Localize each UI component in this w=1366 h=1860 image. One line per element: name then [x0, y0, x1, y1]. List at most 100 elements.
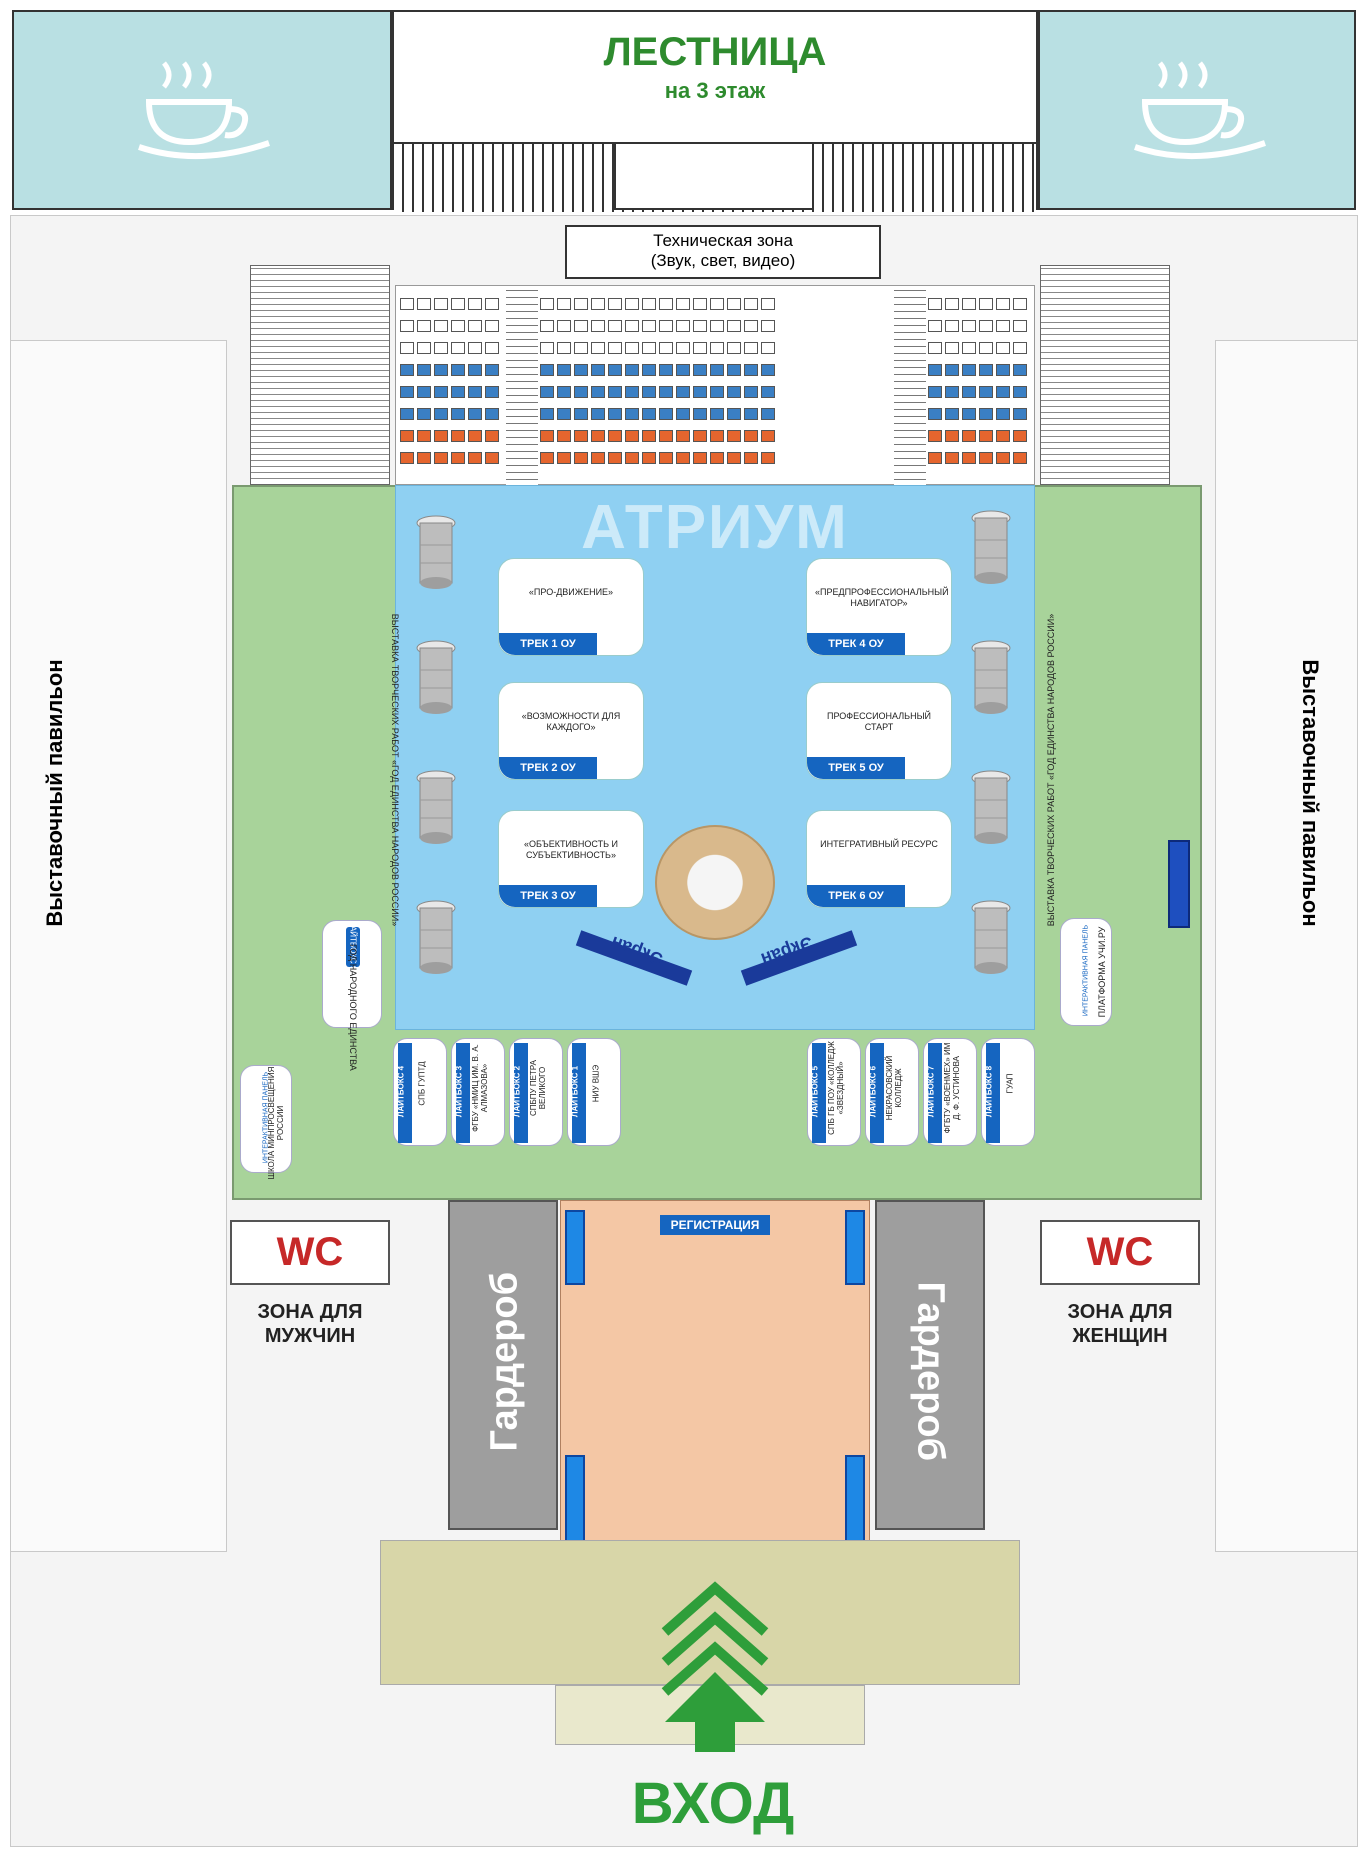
- entrance-label: ВХОД: [631, 1771, 795, 1836]
- pillar-icon: [415, 515, 457, 591]
- seat: [591, 320, 605, 332]
- wardrobe-left-label: Гардероб: [483, 1271, 526, 1452]
- wc-left[interactable]: WC: [230, 1220, 390, 1285]
- seat: [996, 452, 1010, 464]
- seat: [945, 320, 959, 332]
- seat: [591, 342, 605, 354]
- seat: [540, 430, 554, 442]
- seat-row: [540, 342, 775, 354]
- seat: [557, 430, 571, 442]
- lightbox-band: [572, 1043, 586, 1143]
- seat: [676, 364, 690, 376]
- seat: [676, 386, 690, 398]
- seat: [928, 342, 942, 354]
- stairs-title: ЛЕСТНИЦА: [603, 30, 827, 74]
- seat: [468, 386, 482, 398]
- seat: [693, 364, 707, 376]
- seat: [676, 320, 690, 332]
- seat: [608, 320, 622, 332]
- coffee-cup-icon: [138, 61, 270, 160]
- seat: [1013, 408, 1027, 420]
- staircase-area[interactable]: ЛЕСТНИЦА на 3 этаж: [392, 10, 1038, 212]
- track-card-2: «ВОЗМОЖНОСТИ ДЛЯ КАЖДОГО» ТРЕК 2 ОУ: [498, 682, 644, 780]
- seat: [557, 364, 571, 376]
- seat: [710, 364, 724, 376]
- seat: [979, 430, 993, 442]
- seat: [727, 298, 741, 310]
- seat: [659, 320, 673, 332]
- seat: [485, 430, 499, 442]
- seat: [608, 298, 622, 310]
- seat: [642, 408, 656, 420]
- seat: [744, 320, 758, 332]
- seat: [557, 320, 571, 332]
- lightbox-band: [456, 1043, 470, 1143]
- seat: [591, 408, 605, 420]
- lightbox-text: СПБПУ ПЕТРА ВЕЛИКОГО: [529, 1060, 547, 1116]
- seat: [962, 430, 976, 442]
- registration-area: [560, 1200, 870, 1595]
- seat: [625, 320, 639, 332]
- seat: [625, 342, 639, 354]
- seat: [417, 298, 431, 310]
- seat: [761, 452, 775, 464]
- lightbox-band: [812, 1043, 826, 1143]
- lightbox-text: ФГБТУ «ВОЕНМЕХ» ИМ Д. Ф. УСТИНОВА: [943, 1042, 961, 1134]
- lightbox-label: ЛАЙТБОКС 4: [396, 1065, 406, 1118]
- seat: [400, 452, 414, 464]
- seat: [557, 342, 571, 354]
- seat: [676, 342, 690, 354]
- seat: [744, 452, 758, 464]
- seat: [727, 386, 741, 398]
- seat: [945, 298, 959, 310]
- seat: [979, 342, 993, 354]
- seat: [744, 298, 758, 310]
- seat: [485, 386, 499, 398]
- registration-label: РЕГИСТРАЦИЯ: [660, 1215, 770, 1235]
- seat: [468, 320, 482, 332]
- seat: [608, 452, 622, 464]
- seat: [710, 386, 724, 398]
- seat: [693, 408, 707, 420]
- seat: [557, 298, 571, 310]
- seat-row: [928, 364, 1027, 376]
- track-title: «ПРО-ДВИЖЕНИЕ»: [528, 587, 614, 597]
- seat: [591, 298, 605, 310]
- seat: [928, 386, 942, 398]
- seating-area: [395, 285, 1035, 486]
- lightbox-band: [398, 1043, 412, 1143]
- seat: [434, 364, 448, 376]
- lightbox-band: [870, 1043, 884, 1143]
- seat: [996, 408, 1010, 420]
- seat: [434, 386, 448, 398]
- seat: [744, 342, 758, 354]
- seat-row: [540, 408, 775, 420]
- seat: [540, 408, 554, 420]
- seat: [996, 430, 1010, 442]
- seat-row: [928, 452, 1027, 464]
- wc-right[interactable]: WC: [1040, 1220, 1200, 1285]
- interactive-panel-right: ИНТЕРАКТИВНАЯ ПАНЕЛЬ ПЛАТФОРМА УЧИ.РУ: [1060, 918, 1112, 1026]
- aisle-right: [894, 286, 926, 486]
- seat: [761, 298, 775, 310]
- wall-screen-right: [1168, 840, 1190, 928]
- seat-row: [928, 386, 1027, 398]
- left-wing: [10, 340, 227, 1552]
- seat: [625, 386, 639, 398]
- track-label: ТРЕК 2 ОУ: [499, 757, 597, 779]
- seat: [540, 386, 554, 398]
- seat: [761, 364, 775, 376]
- seat: [468, 364, 482, 376]
- tech-zone-line2: (Звук, свет, видео): [650, 251, 796, 270]
- men-zone: ЗОНА ДЛЯ МУЖЧИН: [257, 1301, 363, 1347]
- pillar-icon: [970, 640, 1012, 716]
- seat: [540, 452, 554, 464]
- track-label: ТРЕК 6 ОУ: [807, 885, 905, 907]
- pillar-icon: [970, 900, 1012, 976]
- lightbox-label: ЛАЙТБОКС 6: [868, 1065, 878, 1118]
- seat: [608, 342, 622, 354]
- seat: [574, 408, 588, 420]
- pillar-icon: [415, 770, 457, 846]
